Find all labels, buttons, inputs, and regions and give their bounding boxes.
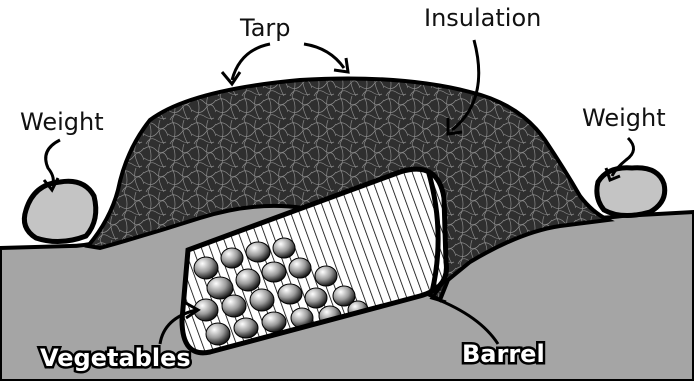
tarp-arrow-right xyxy=(304,44,344,68)
tarp-label: Tarp xyxy=(239,14,291,42)
weight-left-label: Weight xyxy=(20,108,104,136)
weight-left-rock xyxy=(24,181,95,241)
barrel-label: Barrel xyxy=(462,340,545,368)
weight-right-label: Weight xyxy=(582,104,666,132)
vegetables-label: Vegetables xyxy=(40,344,191,372)
insulation-label: Insulation xyxy=(424,4,541,32)
